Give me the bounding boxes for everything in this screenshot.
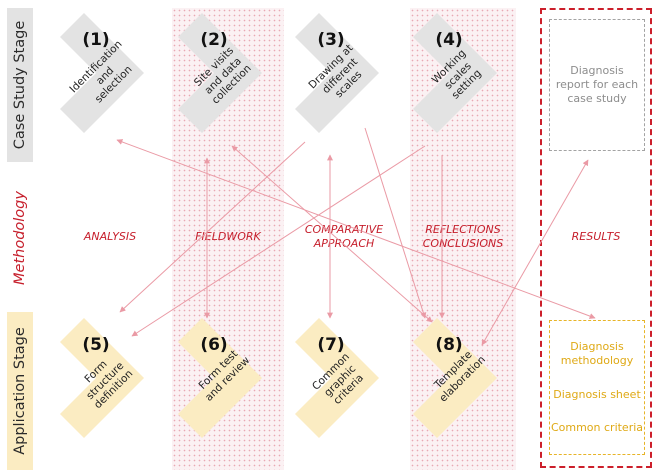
step-6-chevron: (6) Form test and review	[178, 318, 262, 438]
chevron-shape	[60, 318, 144, 438]
step-7-number: (7)	[317, 335, 345, 355]
result-diagnosis-methodology: Diagnosis methodology	[560, 340, 634, 368]
step-3-number: (3)	[317, 30, 345, 50]
step-7-chevron: (7) Common graphic criteria	[295, 318, 379, 438]
step-1-chevron: (1) Identification and selection	[60, 13, 144, 133]
step-1-number: (1)	[82, 30, 110, 50]
case-study-stage-text: Case Study Stage	[12, 20, 28, 150]
phase-reflections: REFLECTIONS CONCLUSIONS	[422, 223, 504, 250]
phase-fieldwork: FIELDWORK	[195, 230, 261, 243]
result-common-criteria: Common criteria	[550, 420, 644, 434]
step-4-number: (4)	[435, 30, 463, 50]
phase-comparative: COMPARATIVE APPROACH	[304, 223, 384, 250]
step-2-number: (2)	[200, 30, 228, 50]
step-5-number: (5)	[82, 335, 110, 355]
diagnosis-report-text: Diagnosis report for each case study	[555, 64, 639, 105]
step-5-chevron: (5) Form structure definition	[60, 318, 144, 438]
methodology-label: Methodology	[7, 168, 33, 308]
result-diagnosis-sheet: Diagnosis sheet	[553, 387, 641, 401]
step-6-number: (6)	[200, 335, 228, 355]
chevron-shape	[295, 318, 379, 438]
application-stage-label: Application Stage	[7, 312, 33, 470]
step-8-chevron: (8) Template elaboration	[413, 318, 497, 438]
application-results-box: Diagnosis methodology Diagnosis sheet Co…	[549, 320, 645, 455]
chevron-shape	[413, 13, 497, 133]
case-study-stage-label: Case Study Stage	[7, 8, 33, 162]
chevron-shape	[295, 13, 379, 133]
methodology-text: Methodology	[12, 191, 29, 285]
step-3-chevron: (3) Drawing at different scales	[295, 13, 379, 133]
chevron-shape	[178, 318, 262, 438]
chevron-shape	[178, 13, 262, 133]
application-stage-text: Application Stage	[12, 327, 28, 455]
step-4-chevron: (4) Working scales setting	[413, 13, 497, 133]
chevron-shape	[60, 13, 144, 133]
chevron-shape	[413, 318, 497, 438]
step-8-number: (8)	[435, 335, 463, 355]
step-2-chevron: (2) Site visits and data collection	[178, 13, 262, 133]
phase-analysis: ANALYSIS	[83, 230, 137, 243]
diagnosis-report-box: Diagnosis report for each case study	[549, 19, 645, 151]
